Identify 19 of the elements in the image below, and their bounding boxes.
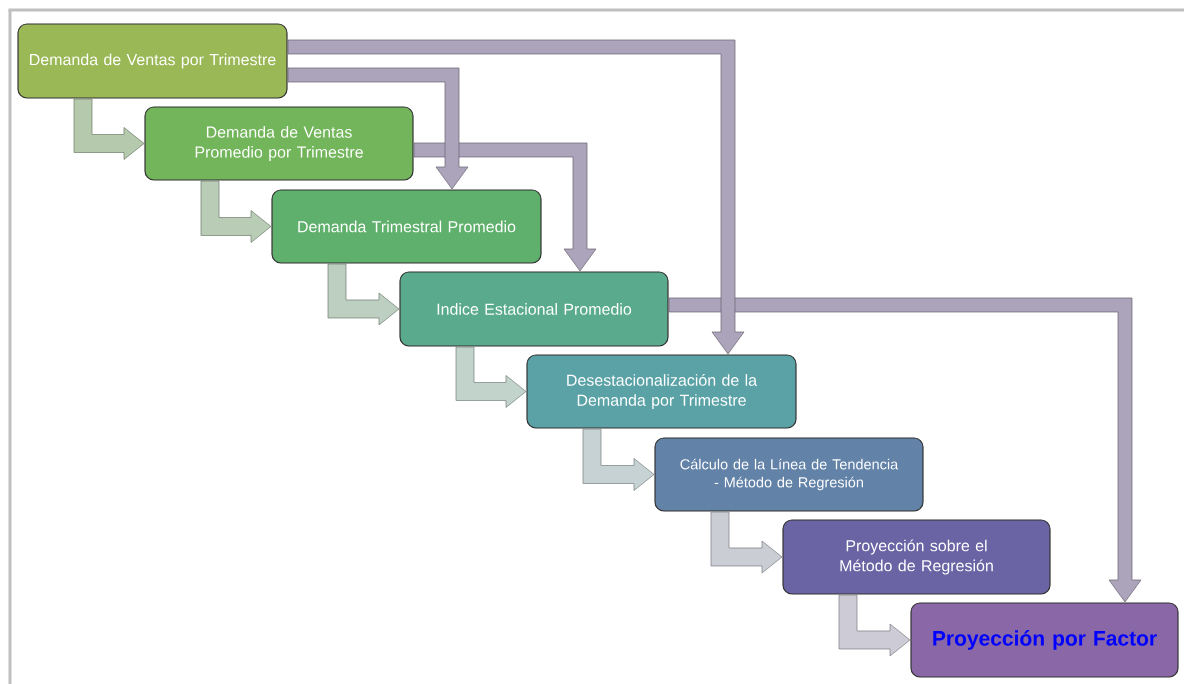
arrow xyxy=(413,142,597,272)
process-box: Desestacionalización de la Demanda por Trimestre xyxy=(526,354,797,429)
process-box: Demanda Trimestral Promedio xyxy=(271,189,542,264)
process-box: Cálculo de la Línea de Tendencia - Método de Regresión xyxy=(654,437,924,512)
arrow xyxy=(73,98,145,160)
arrow xyxy=(200,180,272,243)
arrow xyxy=(455,346,527,408)
arrow xyxy=(287,67,469,190)
process-box: Demanda de Ventas por Trimestre xyxy=(17,23,288,99)
arrow xyxy=(287,39,745,355)
arrow xyxy=(582,428,655,491)
process-box: Indice Estacional Promedio xyxy=(399,271,669,347)
arrow xyxy=(327,263,400,326)
arrow xyxy=(838,594,911,657)
process-box: Demanda de Ventas Promedio por Trimestre xyxy=(144,106,414,181)
process-box: Proyección sobre el Método de Regresión xyxy=(782,519,1051,595)
arrow xyxy=(710,511,783,574)
process-box: Proyección por Factor xyxy=(910,602,1179,678)
arrow xyxy=(668,297,1142,603)
